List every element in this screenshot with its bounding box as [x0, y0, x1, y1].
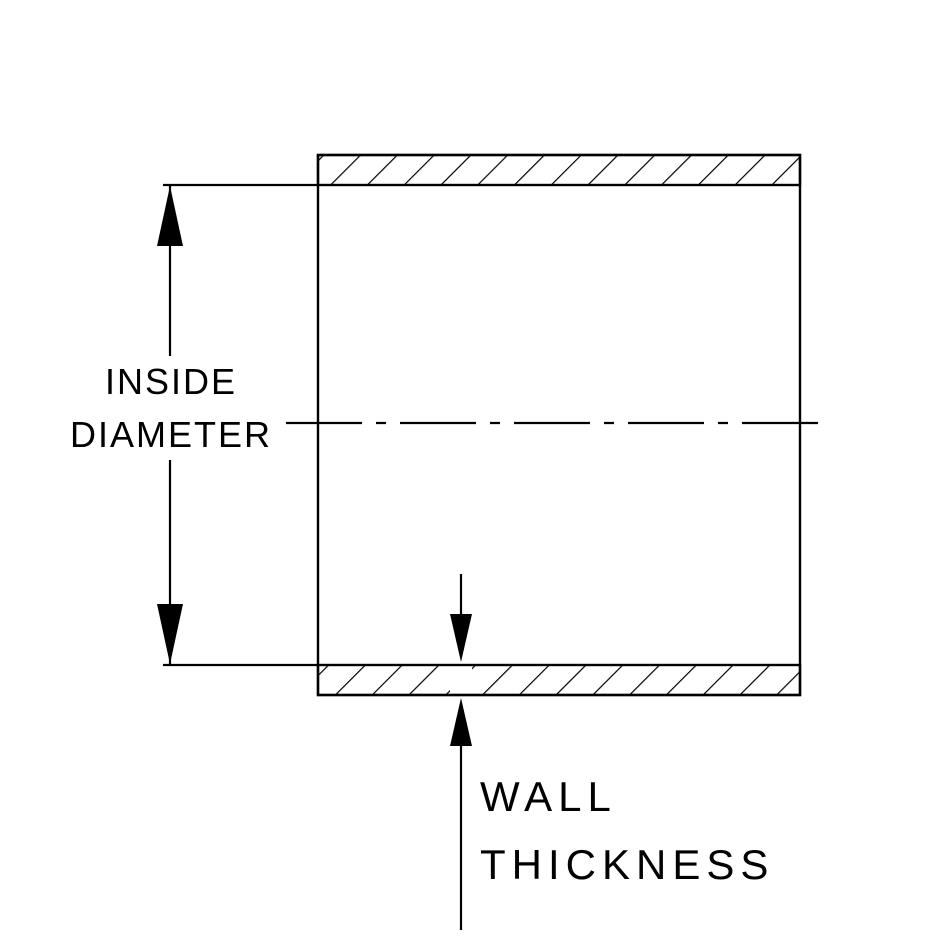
inside-diameter-label-line1: INSIDE — [105, 361, 237, 402]
wall-thickness-label-line1: WALL — [480, 773, 617, 820]
inside-diameter-label-line2: DIAMETER — [70, 414, 272, 455]
bottom-wall-section — [316, 663, 802, 697]
wall-thickness-arrow-up-icon — [450, 698, 472, 746]
wall-thickness-label-line2: THICKNESS — [480, 841, 774, 888]
hatch-break — [450, 667, 472, 693]
wall-thickness-arrow-down-icon — [450, 614, 472, 662]
arrow-down-icon — [157, 604, 183, 664]
arrow-up-icon — [157, 186, 183, 246]
top-wall-section — [316, 153, 802, 187]
